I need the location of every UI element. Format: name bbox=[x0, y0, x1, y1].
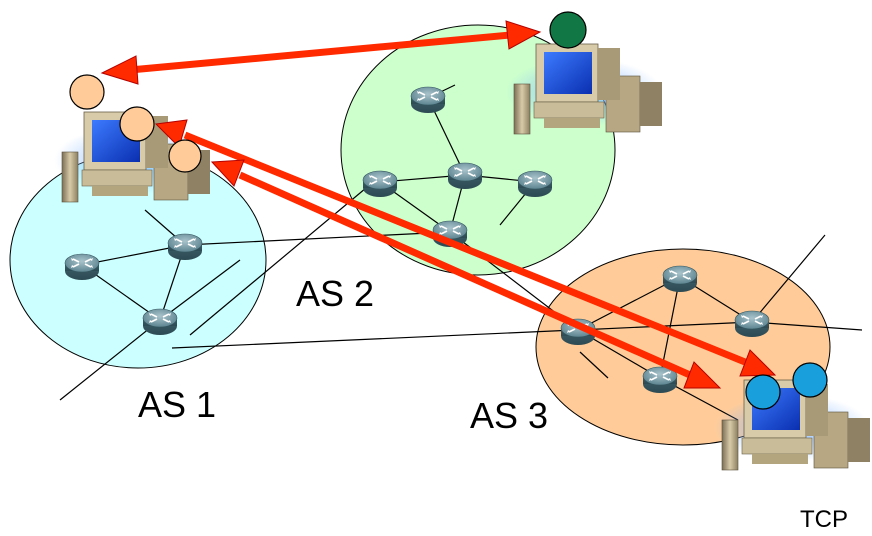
corner-label: TCP bbox=[800, 506, 848, 533]
router-icon bbox=[167, 233, 203, 261]
router-icon bbox=[734, 310, 770, 338]
endpoint-peach bbox=[119, 106, 155, 142]
router-icon bbox=[662, 265, 698, 293]
router-icon bbox=[642, 366, 678, 394]
router-icon bbox=[410, 86, 446, 114]
router-icon bbox=[447, 162, 483, 190]
as1-label: AS 1 bbox=[138, 384, 216, 425]
as2-label: AS 2 bbox=[296, 273, 374, 314]
endpoint-green bbox=[549, 11, 587, 49]
socket-endpoints bbox=[69, 11, 828, 410]
endpoint-peach bbox=[69, 74, 105, 110]
router-icon bbox=[517, 170, 553, 198]
endpoint-peach bbox=[168, 139, 202, 173]
arrow-host1-host3-a bbox=[154, 119, 777, 377]
router-icon bbox=[362, 170, 398, 198]
arrow-host1-host3-b bbox=[210, 159, 722, 389]
arrow-host1-host2 bbox=[100, 20, 542, 85]
connection-arrows bbox=[100, 20, 777, 389]
router-icon bbox=[64, 253, 100, 281]
router-icon bbox=[142, 308, 178, 336]
endpoint-blue bbox=[792, 362, 828, 398]
endpoint-blue bbox=[745, 374, 781, 410]
as3-label: AS 3 bbox=[470, 395, 548, 436]
